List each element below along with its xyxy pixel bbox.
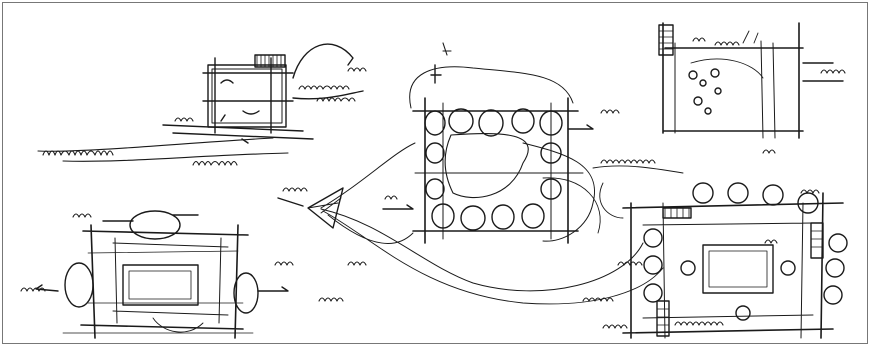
sketch-canvas — [20, 22, 848, 339]
plan-sketch-top-left — [37, 43, 364, 162]
plan-sketch-center — [382, 64, 601, 244]
plan-sketch-bottom-right — [592, 165, 848, 339]
plan-sketch-bottom-left — [35, 210, 289, 339]
plan-sketch-top-right — [658, 22, 844, 139]
handwritten-annotations — [20, 37, 846, 329]
cone-diagram — [277, 142, 664, 305]
